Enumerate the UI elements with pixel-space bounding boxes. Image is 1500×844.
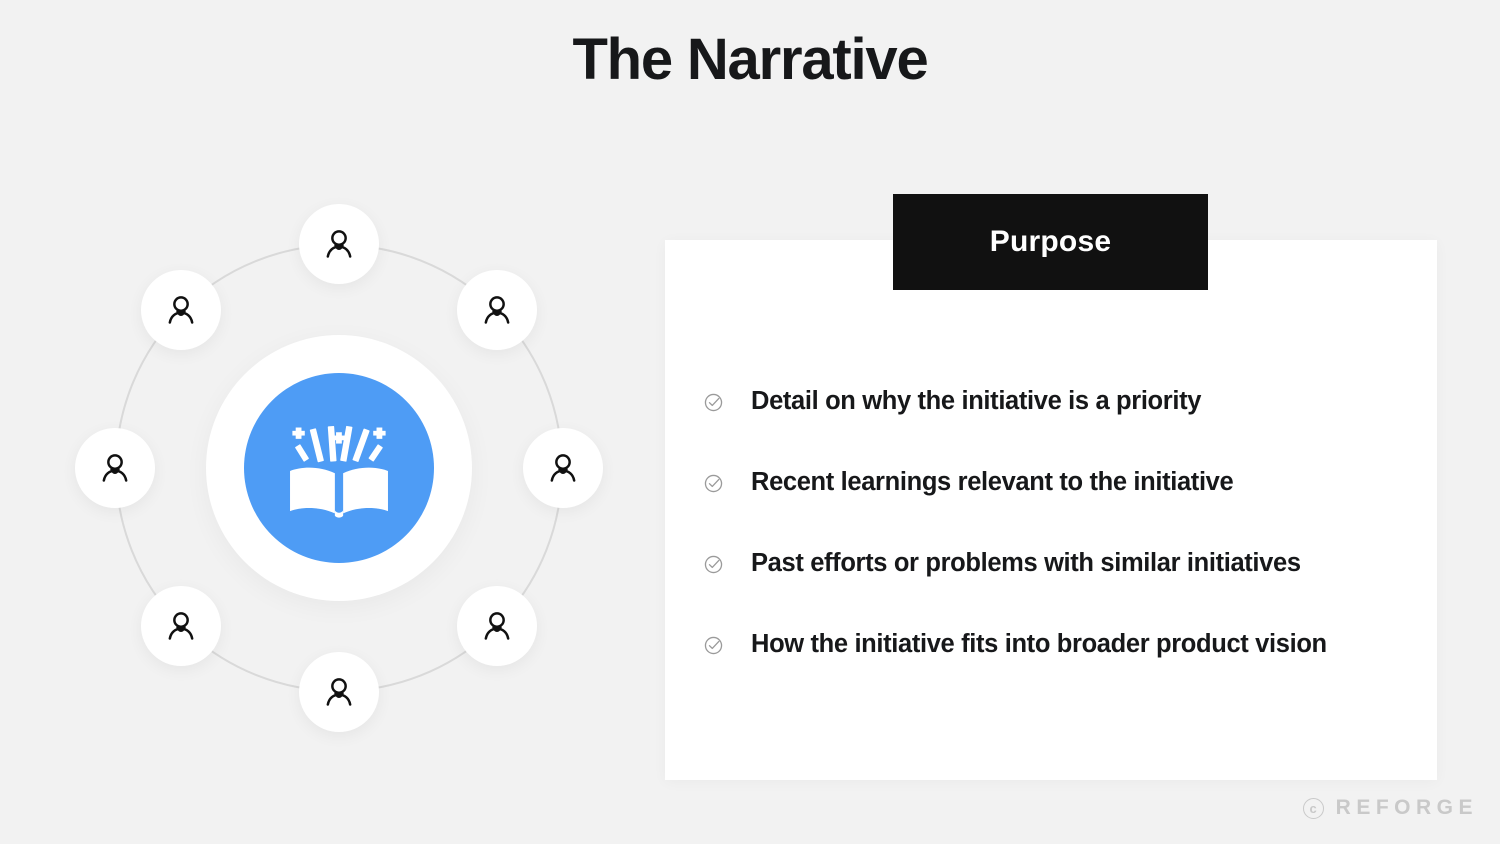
check-circle-icon [703,554,724,575]
check-circle-icon [703,473,724,494]
purpose-card [665,240,1437,780]
list-item: Recent learnings relevant to the initiat… [703,466,1443,500]
person-icon [478,607,516,645]
purpose-tab-header: Purpose [893,194,1208,290]
reforge-watermark: c REFORGE [1302,796,1478,820]
list-item: Past efforts or problems with similar in… [703,547,1443,581]
list-item: Detail on why the initiative is a priori… [703,385,1443,419]
brand-name: REFORGE [1335,796,1478,819]
person-node-top-right[interactable] [457,269,538,350]
person-node-bottom-right[interactable] [457,586,538,667]
person-icon [162,291,200,329]
person-icon [162,607,200,645]
person-node-right[interactable] [523,428,603,508]
open-book-sparkle-icon [280,409,398,527]
person-icon [544,449,582,487]
list-item-label: Past efforts or problems with similar in… [751,549,1301,578]
center-icon-circle [244,373,434,563]
person-icon [96,449,134,487]
person-node-bottom[interactable] [299,652,379,732]
list-item-label: Detail on why the initiative is a priori… [751,387,1202,416]
list-item: How the initiative fits into broader pro… [703,628,1443,662]
list-item-label: Recent learnings relevant to the initiat… [751,468,1234,497]
copyright-icon: c [1302,797,1324,819]
person-node-top-left[interactable] [140,269,221,350]
person-node-bottom-left[interactable] [140,586,221,667]
person-icon [478,291,516,329]
page-title: The Narrative [572,27,928,92]
list-item-label: How the initiative fits into broader pro… [751,630,1327,659]
purpose-bullet-list: Detail on why the initiative is a priori… [703,385,1443,662]
person-node-top[interactable] [299,204,379,284]
network-diagram [75,204,603,732]
purpose-tab-label: Purpose [989,225,1112,258]
person-icon [320,673,358,711]
check-circle-icon [703,635,724,656]
check-circle-icon [703,392,724,413]
person-icon [320,225,358,263]
person-node-left[interactable] [75,428,155,508]
